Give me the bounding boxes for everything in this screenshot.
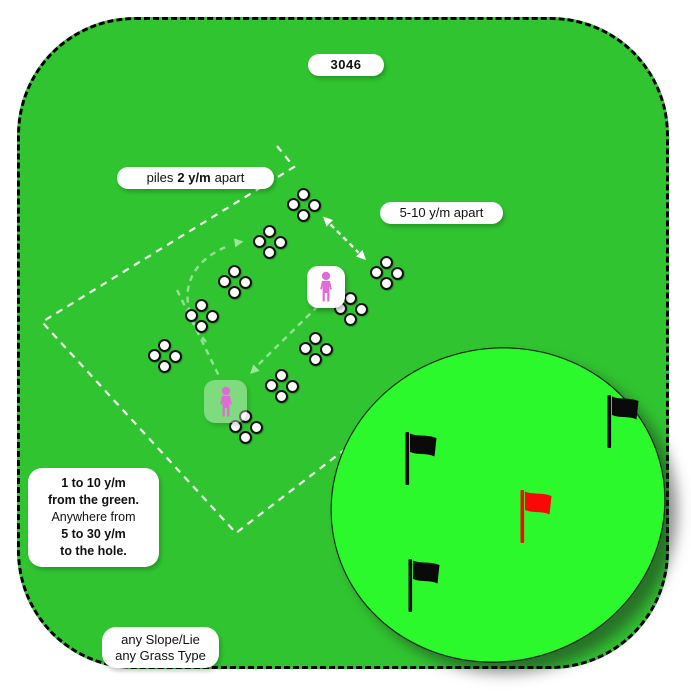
golf-ball xyxy=(206,310,219,323)
golf-ball xyxy=(370,266,383,279)
info-line: Anywhere from xyxy=(51,510,136,524)
golf-ball xyxy=(309,353,322,366)
golf-ball xyxy=(228,286,241,299)
golf-ball xyxy=(239,431,252,444)
ball-pile xyxy=(218,265,252,299)
golf-ball xyxy=(297,188,310,201)
black-flag-icon xyxy=(407,557,447,615)
golf-ball xyxy=(253,235,266,248)
conditions-label: any Slope/Lie any Grass Type xyxy=(102,627,219,668)
piles-label-suffix: apart xyxy=(214,170,245,186)
person-icon xyxy=(219,386,232,417)
golf-ball xyxy=(250,421,263,434)
row-spacing-label: 5-10 y/m apart xyxy=(380,202,503,224)
golf-ball xyxy=(299,342,312,355)
golf-ball xyxy=(308,199,321,212)
ball-pile xyxy=(370,256,404,290)
golf-ball xyxy=(265,379,278,392)
golf-ball xyxy=(320,343,333,356)
walk-path-arrowhead-right xyxy=(234,238,244,248)
ball-pile xyxy=(299,332,333,366)
conditions-line-1: any Slope/Lie xyxy=(121,631,200,647)
piles-spacing-label: piles 2 y/m apart xyxy=(117,167,274,189)
arrowhead-down-right xyxy=(356,250,366,260)
golf-ball xyxy=(239,410,252,423)
ball-pile xyxy=(229,410,263,444)
golf-ball xyxy=(274,236,287,249)
info-line: 5 to 30 y/m xyxy=(61,527,126,541)
walk-path-line-1 xyxy=(256,305,319,367)
spacing-arrow xyxy=(323,216,366,260)
ball-pile xyxy=(334,292,368,326)
black-flag-icon xyxy=(606,393,646,451)
golf-ball xyxy=(344,313,357,326)
golf-ball xyxy=(286,380,299,393)
golf-ball xyxy=(297,209,310,222)
ball-pile xyxy=(253,225,287,259)
red-flag-icon xyxy=(519,488,559,546)
golf-ball xyxy=(275,390,288,403)
ball-pile xyxy=(185,299,219,333)
black-flag-icon xyxy=(404,430,444,488)
info-line: to the hole. xyxy=(60,544,127,558)
golf-ball xyxy=(195,299,208,312)
drill-number: 3046 xyxy=(330,57,362,73)
golf-ball xyxy=(239,276,252,289)
arrowhead-up-left xyxy=(323,216,333,227)
golf-ball xyxy=(287,198,300,211)
drill-number-badge: 3046 xyxy=(308,54,384,76)
walk-path-arrowhead-down-left xyxy=(250,364,260,374)
golf-ball xyxy=(185,309,198,322)
golf-ball xyxy=(263,246,276,259)
piles-label-value: 2 y/m xyxy=(177,170,211,186)
ball-pile xyxy=(148,339,182,373)
golf-ball xyxy=(380,256,393,269)
golf-ball xyxy=(228,265,241,278)
walk-path-line-2 xyxy=(175,289,221,377)
player-icon-2 xyxy=(204,380,247,423)
person-icon xyxy=(320,271,332,302)
golf-ball xyxy=(229,420,242,433)
conditions-line-2: any Grass Type xyxy=(115,647,206,663)
golf-ball xyxy=(169,350,182,363)
row-spacing-text: 5-10 y/m apart xyxy=(399,205,484,221)
golf-ball xyxy=(158,360,171,373)
distance-info-box: 1 to 10 y/m from the green. Anywhere fro… xyxy=(28,468,159,567)
golf-ball xyxy=(218,275,231,288)
ball-pile xyxy=(287,188,321,222)
golf-ball xyxy=(275,369,288,382)
golf-ball xyxy=(344,292,357,305)
golf-ball xyxy=(391,267,404,280)
golf-ball xyxy=(309,332,322,345)
golf-ball xyxy=(148,349,161,362)
drill-area-outline xyxy=(40,145,400,535)
player-icon-1 xyxy=(307,266,345,308)
golf-ball xyxy=(158,339,171,352)
golf-ball xyxy=(355,303,368,316)
info-line: from the green. xyxy=(48,493,139,507)
golf-ball xyxy=(263,225,276,238)
ball-pile xyxy=(265,369,299,403)
info-line: 1 to 10 y/m xyxy=(61,476,126,490)
golf-ball xyxy=(380,277,393,290)
golf-ball xyxy=(195,320,208,333)
piles-label-text: piles xyxy=(146,170,174,186)
